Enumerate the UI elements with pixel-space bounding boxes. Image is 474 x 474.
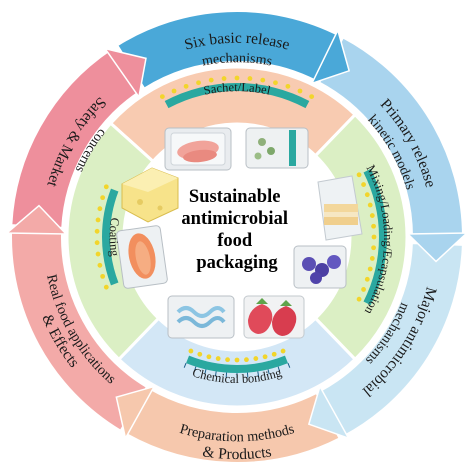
antimicrobial-dot (94, 240, 100, 246)
antimicrobial-dot (97, 262, 103, 268)
cheese-icon (121, 167, 179, 223)
antimicrobial-dot (94, 228, 100, 234)
arrowhead (307, 384, 351, 440)
arrowhead (5, 204, 68, 235)
antimicrobial-dot (273, 80, 278, 86)
antimicrobial-dot (361, 287, 366, 292)
bond-line (214, 371, 217, 377)
antimicrobial-dot (100, 273, 106, 279)
antimicrobial-dot (244, 357, 249, 363)
antimicrobial-dot (260, 77, 266, 83)
fish-tray-icon (164, 127, 232, 171)
antimicrobial-dot (95, 217, 101, 223)
antimicrobial-dot (103, 184, 109, 190)
antimicrobial-dot (197, 351, 203, 357)
antimicrobial-dot (103, 284, 109, 290)
bond-line (193, 366, 197, 372)
antimicrobial-dot (367, 202, 373, 208)
bond-line (257, 371, 260, 377)
antimicrobial-dot (171, 88, 177, 94)
antimicrobial-dot (253, 356, 259, 361)
mixing-strip (363, 168, 387, 306)
title-line-3: food (217, 231, 253, 251)
outer-ring-arrowheads (5, 28, 469, 441)
antimicrobial-dot (369, 213, 375, 218)
center-disc (125, 125, 349, 349)
bonding-strip (186, 355, 288, 373)
antimicrobial-dot (100, 195, 106, 201)
antimicrobial-dot (215, 356, 221, 361)
antimicrobial-dot (206, 354, 212, 360)
antimicrobial-dot (367, 266, 373, 272)
label-coating: Coating (107, 217, 123, 258)
antimicrobial-dot (262, 354, 268, 360)
arrowhead (310, 28, 351, 85)
antimicrobial-dot (356, 296, 362, 302)
antimicrobial-dot (297, 88, 303, 94)
antimicrobial-dot (364, 276, 370, 282)
grape-box-icon (293, 245, 347, 289)
antimicrobial-dot (364, 192, 370, 198)
label-chemical-bonding: Chemical bonding (191, 365, 284, 386)
bond-line (287, 362, 291, 368)
antimicrobial-dot (97, 206, 103, 212)
antimicrobial-dot (361, 182, 366, 187)
antimicrobial-dot (183, 83, 189, 89)
bond-line (204, 369, 207, 375)
center-title: Sustainable antimicrobial food packaging (181, 187, 292, 273)
arrowhead (406, 232, 469, 263)
antimicrobial-layers (94, 75, 387, 378)
antimicrobial-dot (225, 357, 230, 363)
label-sachet: Sachet/Label (202, 80, 272, 98)
title-line-1: Sustainable (189, 187, 281, 207)
shrimp-tray-icon (167, 295, 235, 339)
antimicrobial-dot (309, 94, 315, 100)
antimicrobial-dot (196, 80, 201, 86)
antimicrobial-dot (188, 348, 194, 354)
antimicrobial-dot (159, 94, 165, 100)
band-chemical-bonding (116, 316, 358, 409)
arrowhead (103, 47, 147, 99)
bread-tray-icon (245, 127, 309, 169)
title-line-4: packaging (196, 253, 278, 273)
bond-line (183, 362, 187, 368)
antimicrobial-dot (234, 357, 240, 363)
antimicrobial-dot (371, 245, 376, 251)
bond-line (277, 366, 281, 372)
label-preparation-methods-2: & Products (201, 443, 272, 463)
antimicrobial-dot (280, 348, 286, 354)
coating-strip (101, 188, 119, 286)
title-line-2: antimicrobial (181, 209, 288, 229)
strawberry-icon (243, 295, 305, 339)
arrowhead (115, 385, 156, 441)
antimicrobial-dot (371, 234, 377, 240)
sachet-strip (164, 82, 310, 109)
salmon-pack-icon (116, 225, 168, 289)
antimicrobial-dot (221, 76, 227, 81)
antimicrobial-dot (356, 172, 362, 178)
antimicrobial-dot (234, 75, 240, 81)
antimicrobial-dot (371, 223, 376, 229)
antimicrobial-dot (285, 83, 291, 89)
sandwich-bag-icon (317, 175, 363, 241)
antimicrobial-dot (369, 256, 375, 261)
antimicrobial-dot (247, 76, 253, 81)
bond-line (267, 369, 270, 375)
label-release-mechanisms: Six basic release (183, 30, 292, 54)
antimicrobial-dot (271, 351, 277, 357)
label-release-mechanisms-2: mechanisms (201, 51, 273, 69)
antimicrobial-dot (95, 251, 101, 257)
antimicrobial-dot (208, 77, 214, 83)
